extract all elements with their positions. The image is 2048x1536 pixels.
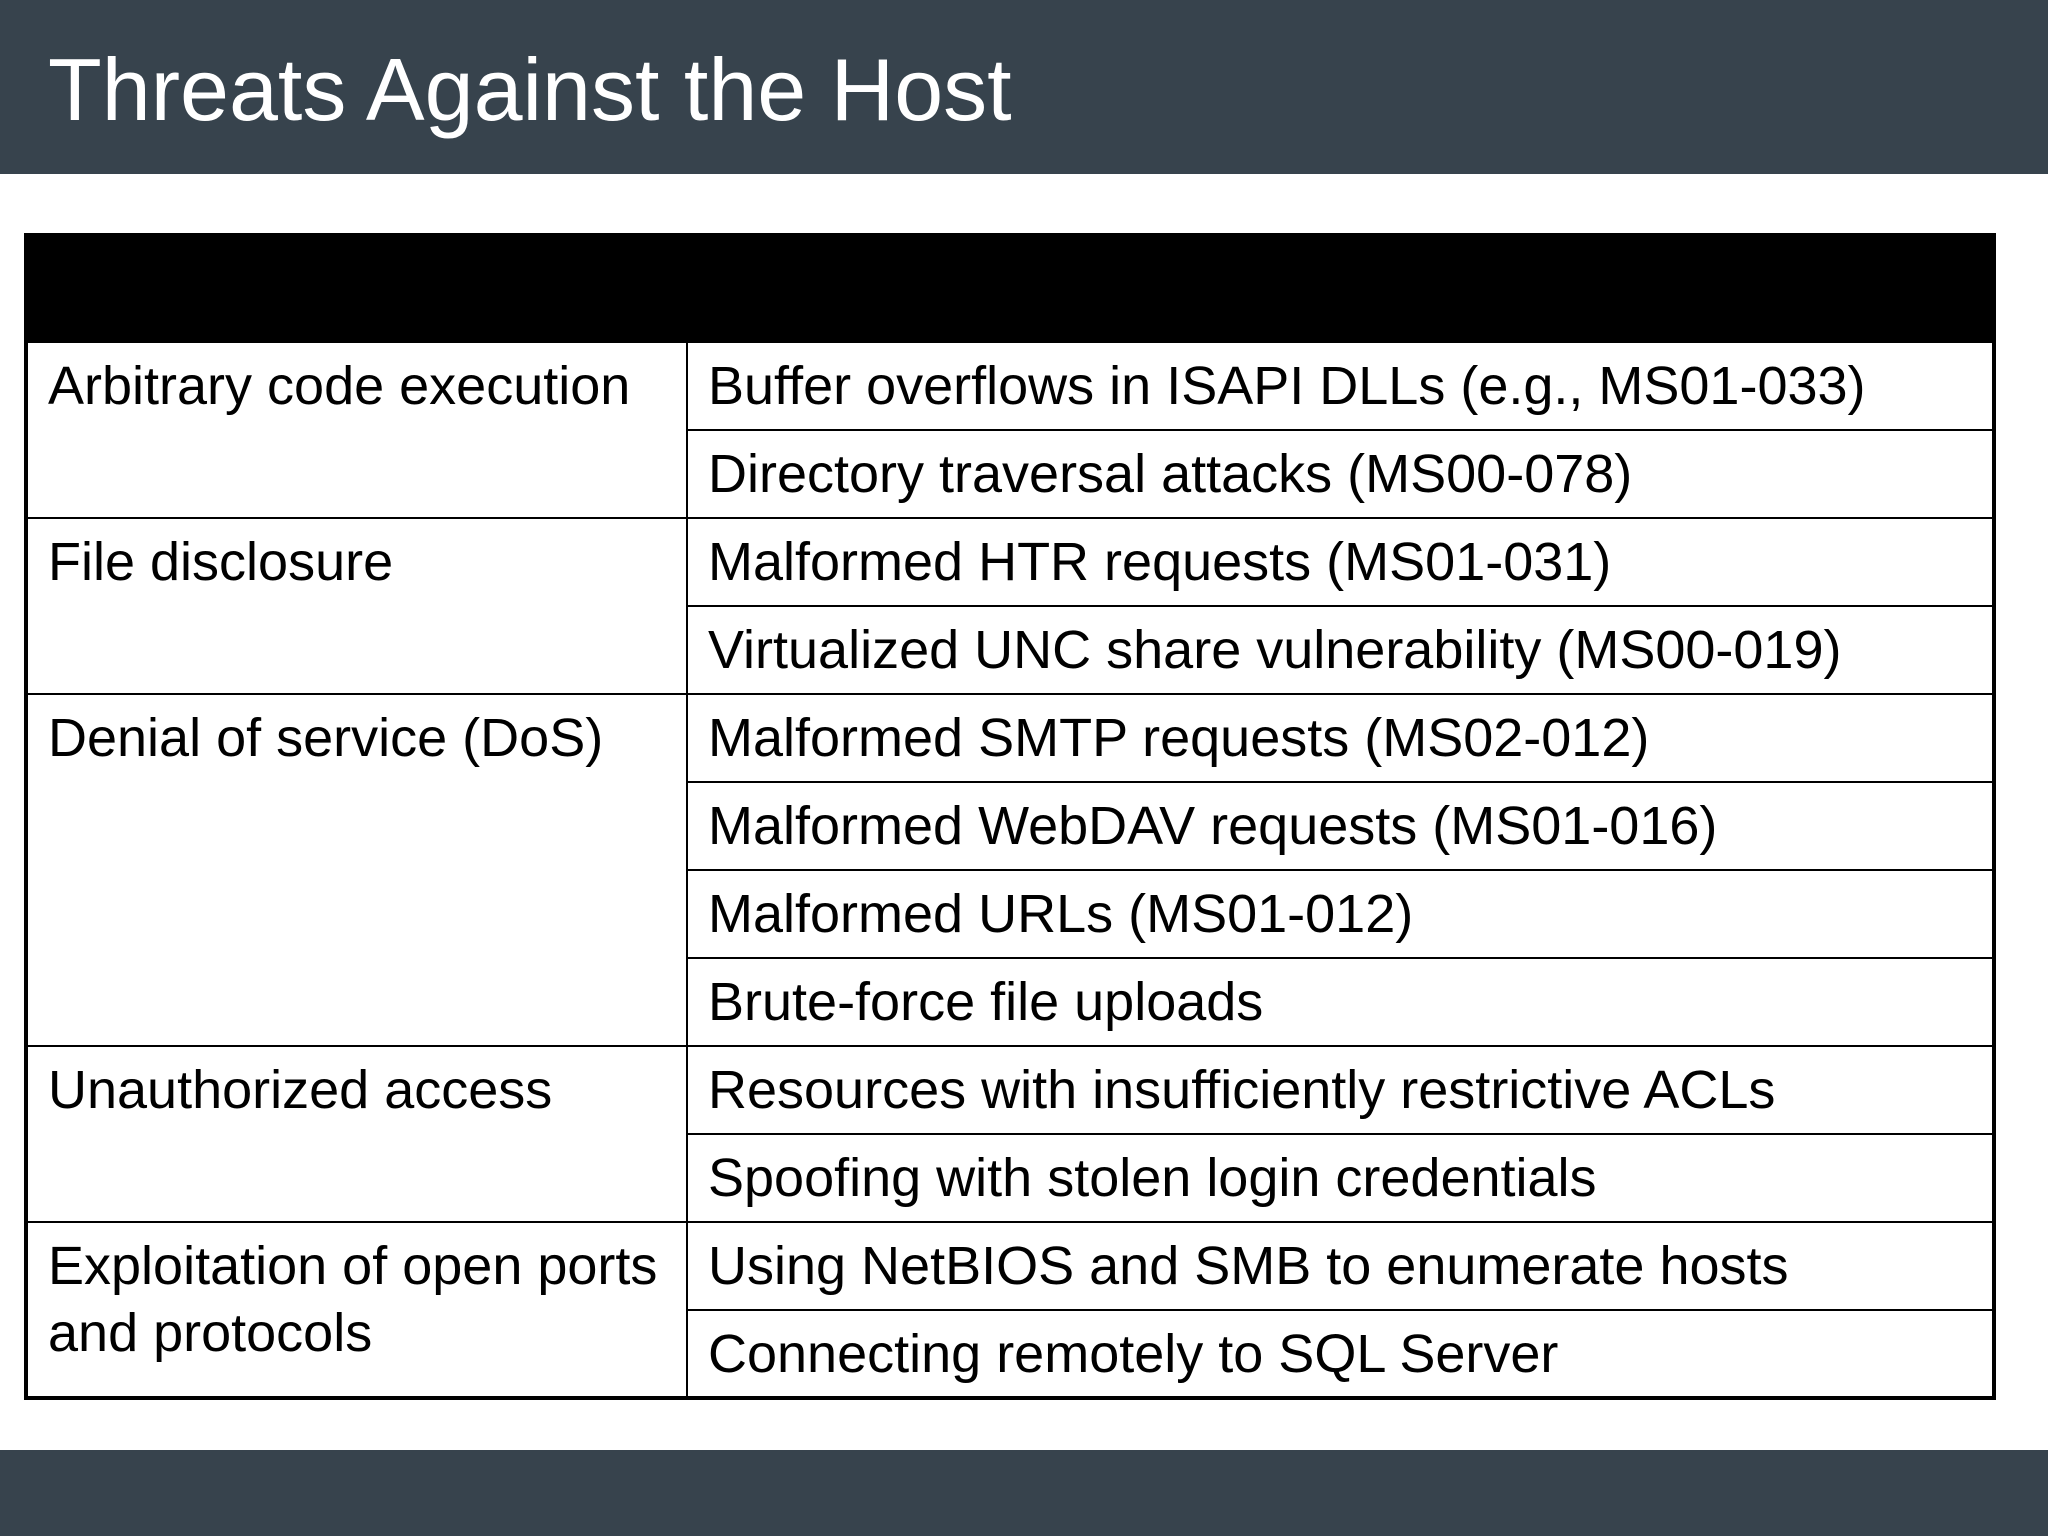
threat-example: Spoofing with stolen login credentials <box>686 1133 1995 1223</box>
title-bar: Threats Against the Host <box>0 0 2048 174</box>
header-cell-examples <box>687 235 1994 342</box>
table-row: Unauthorized access Resources with insuf… <box>25 1045 1995 1223</box>
table-row: Malformed URLs (MS01-012) <box>26 869 1995 959</box>
threat-example: Malformed SMTP requests (MS02-012) <box>686 693 1995 783</box>
footer-bar <box>0 1450 2048 1536</box>
table-row: Virtualized UNC share vulnerability (MS0… <box>26 605 1995 695</box>
threat-example: Brute-force file uploads <box>686 957 1995 1047</box>
table-row: Exploitation of open ports and protocols… <box>25 1221 1995 1399</box>
table-row: Malformed WebDAV requests (MS01-016) <box>26 781 1995 871</box>
threat-example: Malformed WebDAV requests (MS01-016) <box>686 781 1995 871</box>
threat-category: Unauthorized access <box>25 1045 688 1223</box>
threat-example: Connecting remotely to SQL Server <box>686 1309 1995 1399</box>
threat-example: Malformed HTR requests (MS01-031) <box>686 517 1995 607</box>
threat-category: File disclosure <box>25 517 688 695</box>
table-row: Arbitrary code execution Buffer overflow… <box>25 341 1995 519</box>
threat-category: Arbitrary code execution <box>25 341 688 519</box>
threat-example: Buffer overflows in ISAPI DLLs (e.g., MS… <box>686 341 1995 431</box>
threat-example: Malformed URLs (MS01-012) <box>686 869 1995 959</box>
threat-example: Using NetBIOS and SMB to enumerate hosts <box>686 1221 1995 1311</box>
table-row: File disclosure Malformed HTR requests (… <box>25 517 1995 695</box>
table-row: Connecting remotely to SQL Server <box>26 1309 1995 1399</box>
table-row: Brute-force file uploads <box>26 957 1995 1047</box>
threat-example: Directory traversal attacks (MS00-078) <box>686 429 1995 519</box>
table-header-row <box>26 235 1994 342</box>
threat-example: Virtualized UNC share vulnerability (MS0… <box>686 605 1995 695</box>
slide-title: Threats Against the Host <box>48 40 1012 139</box>
threat-category: Exploitation of open ports and protocols <box>25 1221 688 1399</box>
header-cell-threat <box>26 235 687 342</box>
table-row: Spoofing with stolen login credentials <box>26 1133 1995 1223</box>
threats-table: Arbitrary code execution Buffer overflow… <box>24 233 1996 1400</box>
table-row: Directory traversal attacks (MS00-078) <box>26 429 1995 519</box>
threat-example: Resources with insufficiently restrictiv… <box>686 1045 1995 1135</box>
threat-category: Denial of service (DoS) <box>25 693 688 1047</box>
table-row: Denial of service (DoS) Malformed SMTP r… <box>25 693 1995 1047</box>
